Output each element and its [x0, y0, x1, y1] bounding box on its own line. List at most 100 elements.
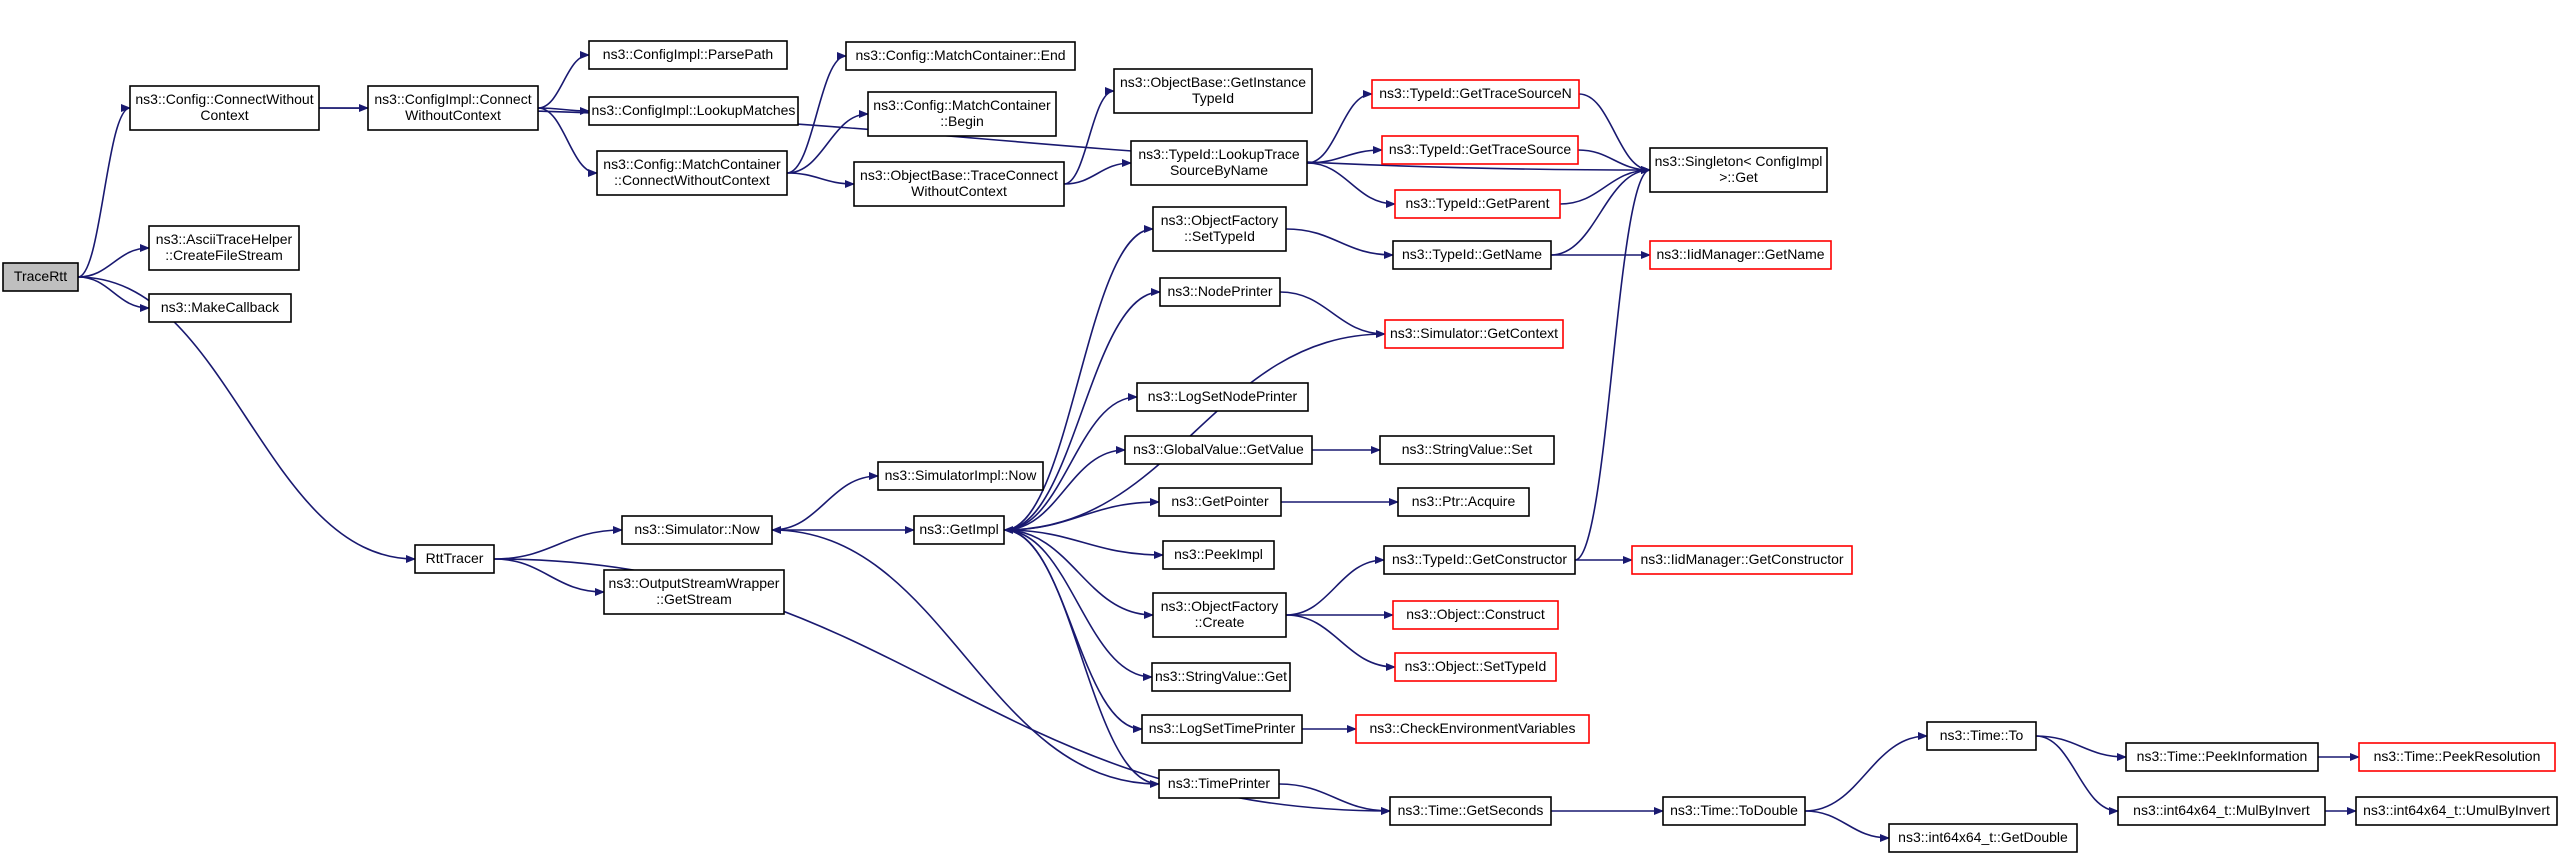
- node-configimpl_parsepath[interactable]: ns3::ConfigImpl::ParsePath: [588, 40, 788, 70]
- node-box: [1162, 540, 1275, 570]
- node-box: [1152, 592, 1287, 638]
- node-globalvalue_getvalue[interactable]: ns3::GlobalValue::GetValue: [1124, 435, 1313, 465]
- node-time_todouble[interactable]: ns3::Time::ToDouble: [1662, 796, 1806, 826]
- node-ptr_acquire[interactable]: ns3::Ptr::Acquire: [1397, 487, 1530, 517]
- node-label: ns3::GetImpl: [919, 521, 998, 537]
- node-box: [1662, 796, 1806, 826]
- node-box: [2355, 796, 2558, 826]
- node-logsetnodeprinter[interactable]: ns3::LogSetNodePrinter: [1136, 382, 1309, 412]
- node-label: ns3::StringValue::Get: [1155, 668, 1287, 684]
- node-label: SourceByName: [1170, 162, 1268, 178]
- node-label: Context: [200, 107, 248, 123]
- node-objectfactory_create[interactable]: ns3::ObjectFactory::Create: [1152, 592, 1287, 638]
- edge-nodeprinter-to-simulator_getcontext: [1279, 291, 1386, 338]
- node-label: ns3::CheckEnvironmentVariables: [1370, 720, 1576, 736]
- node-box: [1389, 796, 1552, 826]
- node-box: [2125, 742, 2319, 772]
- nodes-layer: TraceRtt ns3::Config::ConnectWithoutConte…: [2, 40, 2558, 853]
- node-label: ns3::TypeId::GetName: [1402, 246, 1542, 262]
- node-time_getseconds[interactable]: ns3::Time::GetSeconds: [1389, 796, 1552, 826]
- edge-timeprinter-to-simulator_now: [771, 526, 1160, 785]
- node-tracertt[interactable]: TraceRtt: [2, 262, 79, 292]
- node-label: ns3::Config::MatchContainer::End: [855, 47, 1065, 63]
- node-getimpl[interactable]: ns3::GetImpl: [913, 515, 1005, 545]
- node-box: [2, 262, 79, 292]
- node-box: [1124, 435, 1313, 465]
- node-ascii_create_file_stream[interactable]: ns3::AsciiTraceHelper::CreateFileStream: [148, 225, 300, 271]
- node-configimpl_lookupmatches[interactable]: ns3::ConfigImpl::LookupMatches: [588, 96, 799, 126]
- node-typeid_getname[interactable]: ns3::TypeId::GetName: [1392, 240, 1552, 270]
- node-int64x64_umulbyinvert[interactable]: ns3::int64x64_t::UmulByInvert: [2355, 796, 2558, 826]
- edge-getimpl-to-peekimpl: [1003, 529, 1164, 559]
- edge-typeid_lookuptracesourcebyname-to-typeid_gettracesource: [1306, 146, 1383, 164]
- node-typeid_getparent[interactable]: ns3::TypeId::GetParent: [1394, 189, 1561, 219]
- node-box: [148, 293, 292, 323]
- node-simulatorimpl_now[interactable]: ns3::SimulatorImpl::Now: [877, 461, 1044, 491]
- node-box: [1130, 140, 1308, 186]
- node-matchcontainer_connect[interactable]: ns3::Config::MatchContainer::ConnectWith…: [596, 150, 788, 196]
- node-label: ns3::AsciiTraceHelper: [156, 231, 293, 247]
- node-simulator_now[interactable]: ns3::Simulator::Now: [621, 515, 773, 545]
- node-logsettimeprinter[interactable]: ns3::LogSetTimePrinter: [1141, 714, 1303, 744]
- edge-time_todouble-to-int64x64_getdouble: [1804, 810, 1890, 842]
- edge-typeid_lookuptracesourcebyname-to-typeid_gettracesourcen: [1306, 90, 1373, 164]
- node-label: ns3::LogSetTimePrinter: [1149, 720, 1296, 736]
- node-label: ns3::ConfigImpl::LookupMatches: [592, 102, 796, 118]
- node-nodeprinter[interactable]: ns3::NodePrinter: [1159, 277, 1281, 307]
- edge-simulator_now-to-simulatorimpl_now: [771, 472, 879, 531]
- node-label: ns3::ObjectFactory: [1161, 598, 1279, 614]
- node-time_to[interactable]: ns3::Time::To: [1926, 721, 2037, 751]
- node-singleton_get[interactable]: ns3::Singleton< ConfigImpl >::Get: [1649, 147, 1828, 193]
- node-label: TraceRtt: [14, 268, 67, 284]
- node-timeprinter[interactable]: ns3::TimePrinter: [1158, 769, 1280, 799]
- node-objectbase_traceconnect[interactable]: ns3::ObjectBase::TraceConnectWithoutCont…: [853, 161, 1065, 207]
- node-getpointer[interactable]: ns3::GetPointer: [1158, 487, 1282, 517]
- node-label: WithoutContext: [405, 107, 501, 123]
- node-object_construct[interactable]: ns3::Object::Construct: [1392, 600, 1559, 630]
- node-rtt_tracer[interactable]: RttTracer: [414, 544, 495, 574]
- node-box: [1113, 68, 1313, 114]
- node-peekimpl[interactable]: ns3::PeekImpl: [1162, 540, 1275, 570]
- node-label: RttTracer: [426, 550, 484, 566]
- node-matchcontainer_begin[interactable]: ns3::Config::MatchContainer::Begin: [867, 91, 1057, 137]
- node-typeid_gettracesourcen[interactable]: ns3::TypeId::GetTraceSourceN: [1371, 79, 1580, 109]
- node-box: [853, 161, 1065, 207]
- node-typeid_getconstructor[interactable]: ns3::TypeId::GetConstructor: [1383, 545, 1576, 575]
- node-objectfactory_settypeid[interactable]: ns3::ObjectFactory::SetTypeId: [1152, 206, 1287, 252]
- node-object_settypeid[interactable]: ns3::Object::SetTypeId: [1394, 652, 1557, 682]
- node-iidmanager_getconstructor[interactable]: ns3::IidManager::GetConstructor: [1631, 545, 1853, 575]
- node-box: [1394, 652, 1557, 682]
- node-connect_without_context[interactable]: ns3::Config::ConnectWithoutContext: [129, 85, 320, 131]
- node-int64x64_mulbyinvert[interactable]: ns3::int64x64_t::MulByInvert: [2117, 796, 2326, 826]
- node-typeid_gettracesource[interactable]: ns3::TypeId::GetTraceSource: [1381, 135, 1579, 165]
- node-configimpl_connect[interactable]: ns3::ConfigImpl::ConnectWithoutContext: [367, 85, 539, 131]
- node-box: [2117, 796, 2326, 826]
- edge-getimpl-to-logsetnodeprinter: [1003, 393, 1138, 531]
- node-int64x64_getdouble[interactable]: ns3::int64x64_t::GetDouble: [1888, 823, 2078, 853]
- node-outputstreamwrapper_getstream[interactable]: ns3::OutputStreamWrapper::GetStream: [603, 569, 785, 615]
- node-stringvalue_set[interactable]: ns3::StringValue::Set: [1379, 435, 1555, 465]
- node-make_callback[interactable]: ns3::MakeCallback: [148, 293, 292, 323]
- edge-getimpl-to-nodeprinter: [1003, 288, 1161, 531]
- edge-configimpl_connect-to-matchcontainer_connect: [537, 107, 598, 177]
- node-time_peekresolution[interactable]: ns3::Time::PeekResolution: [2358, 742, 2556, 772]
- node-label: ns3::Time::To: [1940, 727, 2024, 743]
- edge-time_to-to-int64x64_mulbyinvert: [2035, 735, 2119, 815]
- edge-typeid_getconstructor-to-singleton_get: [1574, 166, 1651, 561]
- node-box: [1384, 319, 1564, 349]
- node-iidmanager_getname[interactable]: ns3::IidManager::GetName: [1649, 240, 1832, 270]
- edge-configimpl_connect-to-configimpl_parsepath: [537, 51, 590, 109]
- node-label: ns3::Ptr::Acquire: [1412, 493, 1516, 509]
- node-matchcontainer_end[interactable]: ns3::Config::MatchContainer::End: [845, 41, 1076, 71]
- node-box: [1649, 240, 1832, 270]
- edge-matchcontainer_connect-to-objectbase_traceconnect: [786, 172, 855, 188]
- node-simulator_getcontext[interactable]: ns3::Simulator::GetContext: [1384, 319, 1564, 349]
- edge-objectfactory_create-to-object_settypeid: [1285, 614, 1396, 671]
- node-box: [2358, 742, 2556, 772]
- node-time_peekinformation[interactable]: ns3::Time::PeekInformation: [2125, 742, 2319, 772]
- node-stringvalue_get[interactable]: ns3::StringValue::Get: [1151, 662, 1291, 692]
- node-box: [1141, 714, 1303, 744]
- node-checkenvironmentvariables[interactable]: ns3::CheckEnvironmentVariables: [1355, 714, 1590, 744]
